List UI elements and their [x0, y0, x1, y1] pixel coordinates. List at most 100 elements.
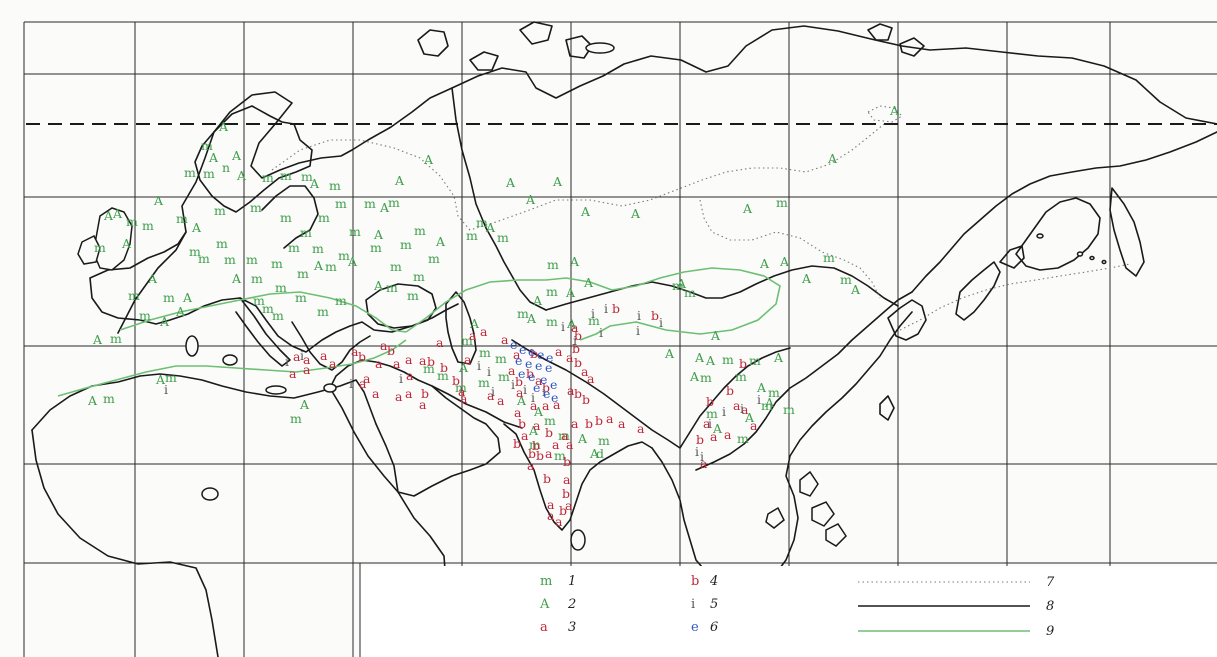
map-mark: a	[530, 398, 538, 413]
map-mark: m	[288, 240, 300, 255]
range-line-dotted-pacific	[899, 263, 1131, 331]
map-mark: b	[572, 341, 580, 356]
legend-item-1: m 1	[540, 574, 576, 589]
legend-number-2: 2	[567, 597, 576, 612]
map-mark: A	[565, 285, 576, 300]
map-mark: i	[477, 358, 481, 373]
map-mark: m	[349, 224, 361, 239]
map-mark: A	[347, 254, 358, 269]
range-line-dotted-arctic-circle	[867, 105, 903, 123]
coast-china-sea	[733, 311, 913, 591]
map-mark: a	[710, 429, 718, 444]
map-mark: a	[395, 389, 403, 404]
coast-ural-region	[451, 87, 547, 311]
map-mark: m	[497, 230, 509, 245]
graticule	[23, 21, 1217, 657]
map-mark: m	[301, 169, 313, 184]
map-mark: A	[580, 204, 591, 219]
map-mark: m	[476, 215, 488, 230]
map-mark: m	[390, 259, 402, 274]
map-mark: m	[251, 271, 263, 286]
map-mark: a	[460, 391, 468, 406]
map-mark: i	[531, 390, 535, 405]
map-mark: A	[175, 304, 186, 319]
map-mark: m	[370, 240, 382, 255]
map-mark: a	[508, 363, 516, 378]
map-mark: a	[406, 368, 414, 383]
map-mark: m	[329, 178, 341, 193]
map-mark: m	[128, 288, 140, 303]
map-mark: a	[545, 446, 553, 461]
coast-taiwan	[879, 395, 895, 421]
map-mark: a	[547, 508, 555, 523]
map-mark: m	[290, 411, 302, 426]
map-mark: A	[773, 350, 784, 365]
coastlines	[31, 21, 1217, 657]
map-mark: A	[147, 271, 158, 286]
map-mark: m	[318, 210, 330, 225]
map-mark: i	[542, 384, 546, 399]
legend-item-2: A 2	[539, 597, 576, 612]
map-mark: a	[363, 371, 371, 386]
map-mark: a	[351, 344, 359, 359]
map-mark: A	[191, 220, 202, 235]
map-mark: m	[437, 368, 449, 383]
map-mark: A	[577, 431, 588, 446]
map-mark: m	[338, 248, 350, 263]
map-mark: A	[705, 353, 716, 368]
map-mark: a	[637, 421, 645, 436]
legend-symbol-a: a	[540, 620, 548, 635]
map-mark: e	[533, 380, 540, 395]
map-mark: a	[553, 397, 561, 412]
map-mark: m	[142, 218, 154, 233]
map-mark: m	[546, 284, 558, 299]
map-mark: m	[455, 380, 467, 395]
map-mark: A	[153, 193, 164, 208]
coast-baltic	[261, 185, 319, 249]
map-mark: a	[587, 371, 595, 386]
map-mark: m	[335, 196, 347, 211]
island-pacific-3	[1089, 255, 1095, 261]
map-mark: a	[480, 324, 488, 339]
map-mark: m	[325, 259, 337, 274]
island-sardinia	[185, 335, 199, 357]
legend-number-4: 4	[709, 574, 718, 589]
map-mark: A	[121, 236, 132, 251]
legend-symbol-m: m	[540, 574, 552, 589]
map-mark: A	[569, 254, 580, 269]
map-mark: m	[103, 391, 115, 406]
coast-caspian	[445, 291, 477, 365]
map-mark: a	[464, 352, 472, 367]
map-mark: m	[547, 257, 559, 272]
map-mark: m	[176, 211, 188, 226]
map-mark: b	[358, 349, 366, 364]
map-mark: m	[317, 304, 329, 319]
map-mark: A	[458, 360, 469, 375]
map-mark: i	[399, 371, 403, 386]
map-mark: i	[164, 382, 168, 397]
map-mark: m	[94, 240, 106, 255]
map-mark: a	[513, 347, 521, 362]
map-mark: A	[394, 173, 405, 188]
map-mark: m	[110, 331, 122, 346]
map-mark: A	[742, 201, 753, 216]
map-mark: i	[708, 416, 712, 431]
map-mark: m	[498, 369, 510, 384]
coast-africa-west	[31, 429, 219, 657]
legend-symbol-b: b	[691, 574, 699, 589]
map-mark: m	[700, 370, 712, 385]
map-mark: A	[112, 206, 123, 221]
map-mark: b	[518, 416, 526, 431]
map-mark: m	[224, 252, 236, 267]
map-mark: e	[540, 372, 547, 387]
map-mark: A	[231, 148, 242, 163]
map-mark: A	[850, 282, 861, 297]
map-mark: A	[218, 119, 229, 134]
map-mark: A	[528, 423, 539, 438]
coast-india	[503, 423, 653, 531]
map-mark: a	[542, 398, 550, 413]
map-mark: i	[722, 404, 726, 419]
map-mark: a	[533, 418, 541, 433]
map-mark: a	[419, 353, 427, 368]
map-mark: m	[388, 195, 400, 210]
